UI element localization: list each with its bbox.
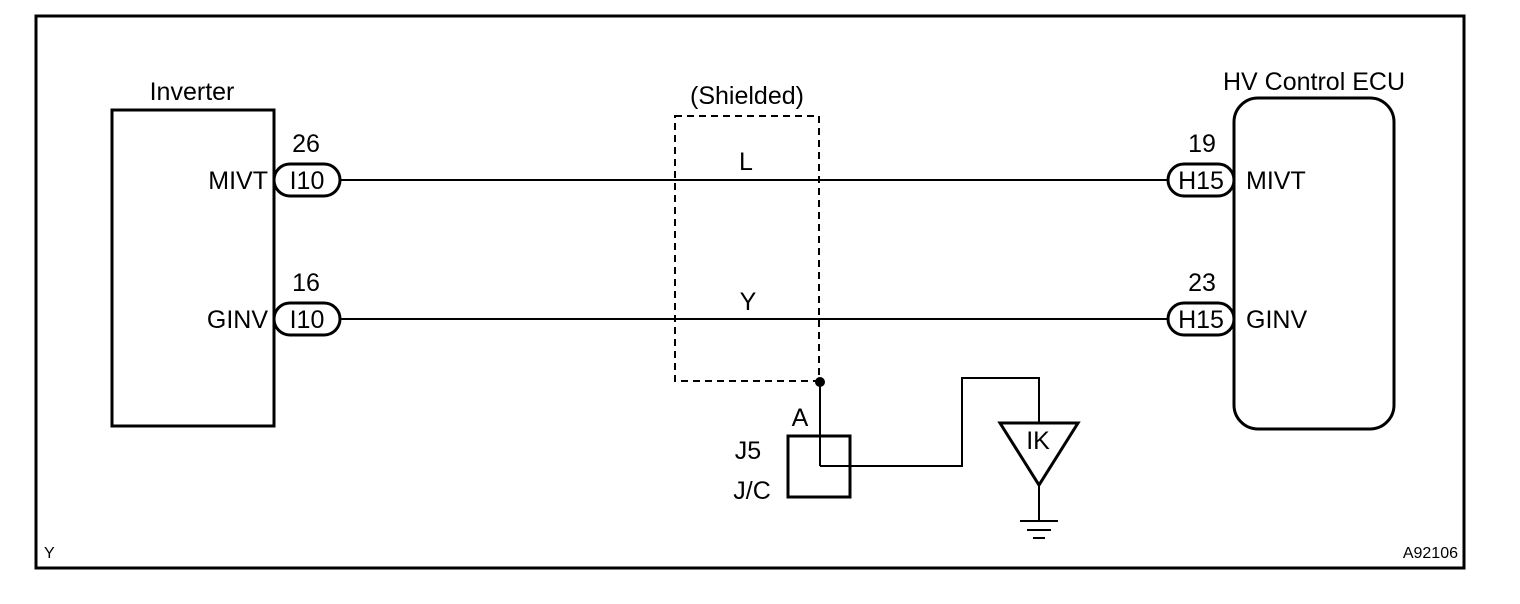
footer-left-mark: Y bbox=[44, 545, 55, 562]
ground-point-code: IK bbox=[1026, 427, 1050, 455]
inverter-bottom-pin-number: 16 bbox=[292, 269, 320, 297]
inverter-bottom-connector-code: I10 bbox=[290, 306, 325, 334]
junction-type: J/C bbox=[733, 477, 771, 505]
diagram-frame bbox=[34, 14, 1466, 570]
ecu-title: HV Control ECU bbox=[1223, 68, 1405, 96]
shield-label: (Shielded) bbox=[690, 82, 804, 110]
ecu-box bbox=[1232, 96, 1396, 431]
wire-mivt-color: L bbox=[739, 148, 753, 176]
wire-ginv-color: Y bbox=[740, 288, 757, 316]
junction-terminal-label: A bbox=[792, 404, 809, 432]
shield-outline bbox=[674, 115, 820, 382]
inverter-pin-mivt: MIVT bbox=[208, 167, 268, 195]
ecu-pin-ginv: GINV bbox=[1246, 306, 1307, 334]
junction-id: J5 bbox=[735, 437, 761, 465]
inverter-top-pin-number: 26 bbox=[292, 130, 320, 158]
ecu-top-connector-code: H15 bbox=[1178, 167, 1224, 195]
inverter-pin-ginv: GINV bbox=[207, 306, 268, 334]
inverter-box bbox=[110, 108, 276, 428]
ecu-bottom-pin-number: 23 bbox=[1188, 269, 1216, 297]
ecu-pin-mivt: MIVT bbox=[1246, 167, 1306, 195]
ecu-top-pin-number: 19 bbox=[1188, 130, 1216, 158]
ground-wire bbox=[820, 377, 1040, 467]
inverter-title: Inverter bbox=[150, 78, 235, 106]
ecu-bottom-connector-code: H15 bbox=[1178, 306, 1224, 334]
inverter-top-connector-code: I10 bbox=[290, 167, 325, 195]
figure-code: A92106 bbox=[1403, 545, 1458, 562]
ground-point-triangle bbox=[997, 421, 1081, 488]
